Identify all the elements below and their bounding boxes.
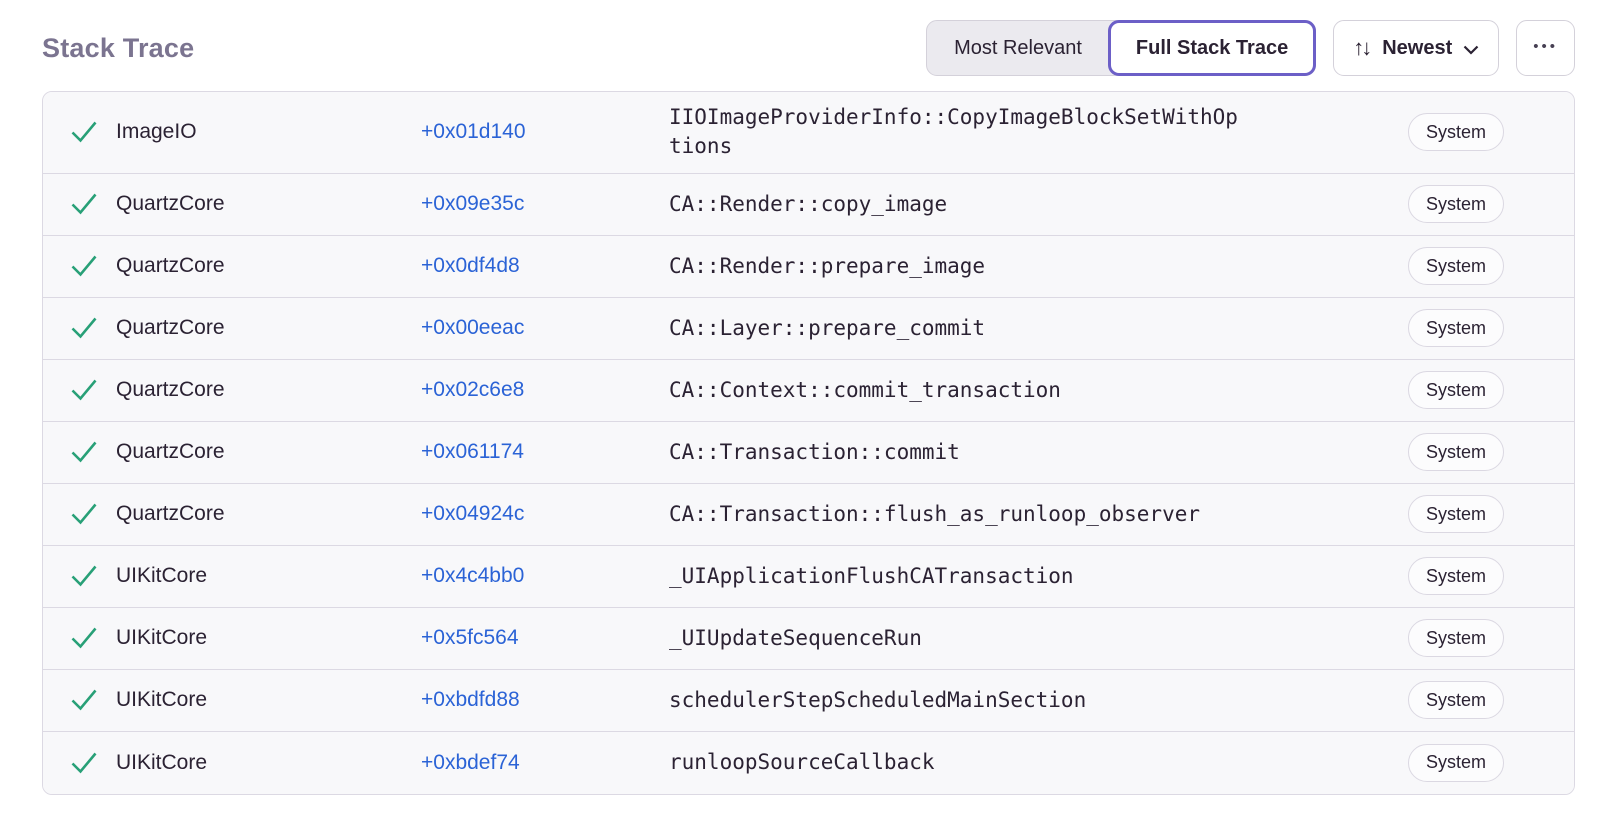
frame-function: _UIApplicationFlushCATransaction <box>669 563 1074 588</box>
full-stack-trace-button[interactable]: Full Stack Trace <box>1107 20 1317 76</box>
view-toggle-group: Most Relevant Full Stack Trace <box>926 20 1317 76</box>
check-icon <box>69 119 99 145</box>
stack-frame-row[interactable]: UIKitCore +0xbdfd88 schedulerStepSchedul… <box>43 669 1574 732</box>
frame-module: QuartzCore <box>116 502 225 526</box>
frame-system-badge: System <box>1407 681 1504 720</box>
frame-address-link[interactable]: +0x00eeac <box>421 316 525 340</box>
check-icon <box>69 191 99 217</box>
frame-system-badge: System <box>1407 433 1504 472</box>
chevron-down-icon <box>1463 45 1479 55</box>
sort-newest-button[interactable]: ↑↓ Newest <box>1333 20 1500 76</box>
most-relevant-button[interactable]: Most Relevant <box>927 21 1109 75</box>
stack-frame-row[interactable]: UIKitCore +0xbdef74 runloopSourceCallbac… <box>43 731 1574 794</box>
frame-address-link[interactable]: +0xbdfd88 <box>421 688 520 712</box>
stack-frame-row[interactable]: QuartzCore +0x061174 CA::Transaction::co… <box>43 421 1574 484</box>
frame-function: CA::Context::commit_transaction <box>669 377 1061 402</box>
frame-function: CA::Render::prepare_image <box>669 253 986 278</box>
stack-frame-row[interactable]: QuartzCore +0x09e35c CA::Render::copy_im… <box>43 173 1574 236</box>
frame-function: CA::Render::copy_image <box>669 191 948 216</box>
check-icon <box>69 625 99 651</box>
check-icon <box>69 501 99 527</box>
frame-function: IIOImageProviderInfo::CopyImageBlockSetW… <box>669 105 1238 159</box>
check-icon <box>69 253 99 279</box>
check-icon <box>69 377 99 403</box>
frame-module: UIKitCore <box>116 750 208 774</box>
frame-system-badge: System <box>1407 557 1504 596</box>
frame-module: UIKitCore <box>116 626 208 650</box>
frame-module: ImageIO <box>116 120 197 144</box>
frame-address-link[interactable]: +0x02c6e8 <box>421 378 525 402</box>
stack-frame-row[interactable]: QuartzCore +0x02c6e8 CA::Context::commit… <box>43 359 1574 422</box>
stack-frame-row[interactable]: UIKitCore +0x5fc564 _UIUpdateSequenceRun… <box>43 607 1574 670</box>
frame-function: schedulerStepScheduledMainSection <box>669 687 1087 712</box>
ellipsis-icon: ••• <box>1533 37 1558 55</box>
frame-function: CA::Transaction::commit <box>669 439 960 464</box>
frame-module: UIKitCore <box>116 564 208 588</box>
check-icon <box>69 750 99 776</box>
frame-system-badge: System <box>1407 309 1504 348</box>
stack-frame-row[interactable]: ImageIO +0x01d140 IIOImageProviderInfo::… <box>43 92 1574 174</box>
frame-module: QuartzCore <box>116 254 225 278</box>
frame-system-badge: System <box>1407 371 1504 410</box>
frame-system-badge: System <box>1407 185 1504 224</box>
frame-module: QuartzCore <box>116 440 225 464</box>
header-controls: Most Relevant Full Stack Trace ↑↓ Newest… <box>926 20 1575 76</box>
frame-module: QuartzCore <box>116 378 225 402</box>
frame-system-badge: System <box>1407 743 1504 782</box>
frame-system-badge: System <box>1407 247 1504 286</box>
frame-address-link[interactable]: +0x061174 <box>421 440 524 464</box>
page-title: Stack Trace <box>42 32 195 63</box>
frame-address-link[interactable]: +0x5fc564 <box>421 626 519 650</box>
frame-address-link[interactable]: +0x4c4bb0 <box>421 564 525 588</box>
check-icon <box>69 687 99 713</box>
check-icon <box>69 439 99 465</box>
frame-module: QuartzCore <box>116 316 225 340</box>
stack-frame-row[interactable]: QuartzCore +0x00eeac CA::Layer::prepare_… <box>43 297 1574 360</box>
frame-function: runloopSourceCallback <box>669 750 935 775</box>
frame-module: QuartzCore <box>116 192 225 216</box>
frame-function: _UIUpdateSequenceRun <box>669 625 922 650</box>
frame-address-link[interactable]: +0xbdef74 <box>421 750 520 774</box>
frame-address-link[interactable]: +0x09e35c <box>421 192 525 216</box>
frame-function: CA::Transaction::flush_as_runloop_observ… <box>669 501 1201 526</box>
frame-function: CA::Layer::prepare_commit <box>669 315 986 340</box>
stack-frame-row[interactable]: QuartzCore +0x0df4d8 CA::Render::prepare… <box>43 235 1574 298</box>
frame-address-link[interactable]: +0x0df4d8 <box>421 254 520 278</box>
frame-address-link[interactable]: +0x04924c <box>421 502 525 526</box>
frame-address-link[interactable]: +0x01d140 <box>421 120 526 144</box>
stack-frame-row[interactable]: UIKitCore +0x4c4bb0 _UIApplicationFlushC… <box>43 545 1574 608</box>
stack-frame-row[interactable]: QuartzCore +0x04924c CA::Transaction::fl… <box>43 483 1574 546</box>
more-options-button[interactable]: ••• <box>1516 20 1575 76</box>
sort-label: Newest <box>1382 36 1453 59</box>
stack-trace-header: Stack Trace Most Relevant Full Stack Tra… <box>0 0 1614 91</box>
stack-frame-list: ImageIO +0x01d140 IIOImageProviderInfo::… <box>42 91 1575 795</box>
frame-system-badge: System <box>1407 113 1504 152</box>
check-icon <box>69 563 99 589</box>
frame-system-badge: System <box>1407 495 1504 534</box>
check-icon <box>69 315 99 341</box>
frame-system-badge: System <box>1407 619 1504 658</box>
sort-arrows-icon: ↑↓ <box>1353 35 1372 60</box>
frame-module: UIKitCore <box>116 688 208 712</box>
